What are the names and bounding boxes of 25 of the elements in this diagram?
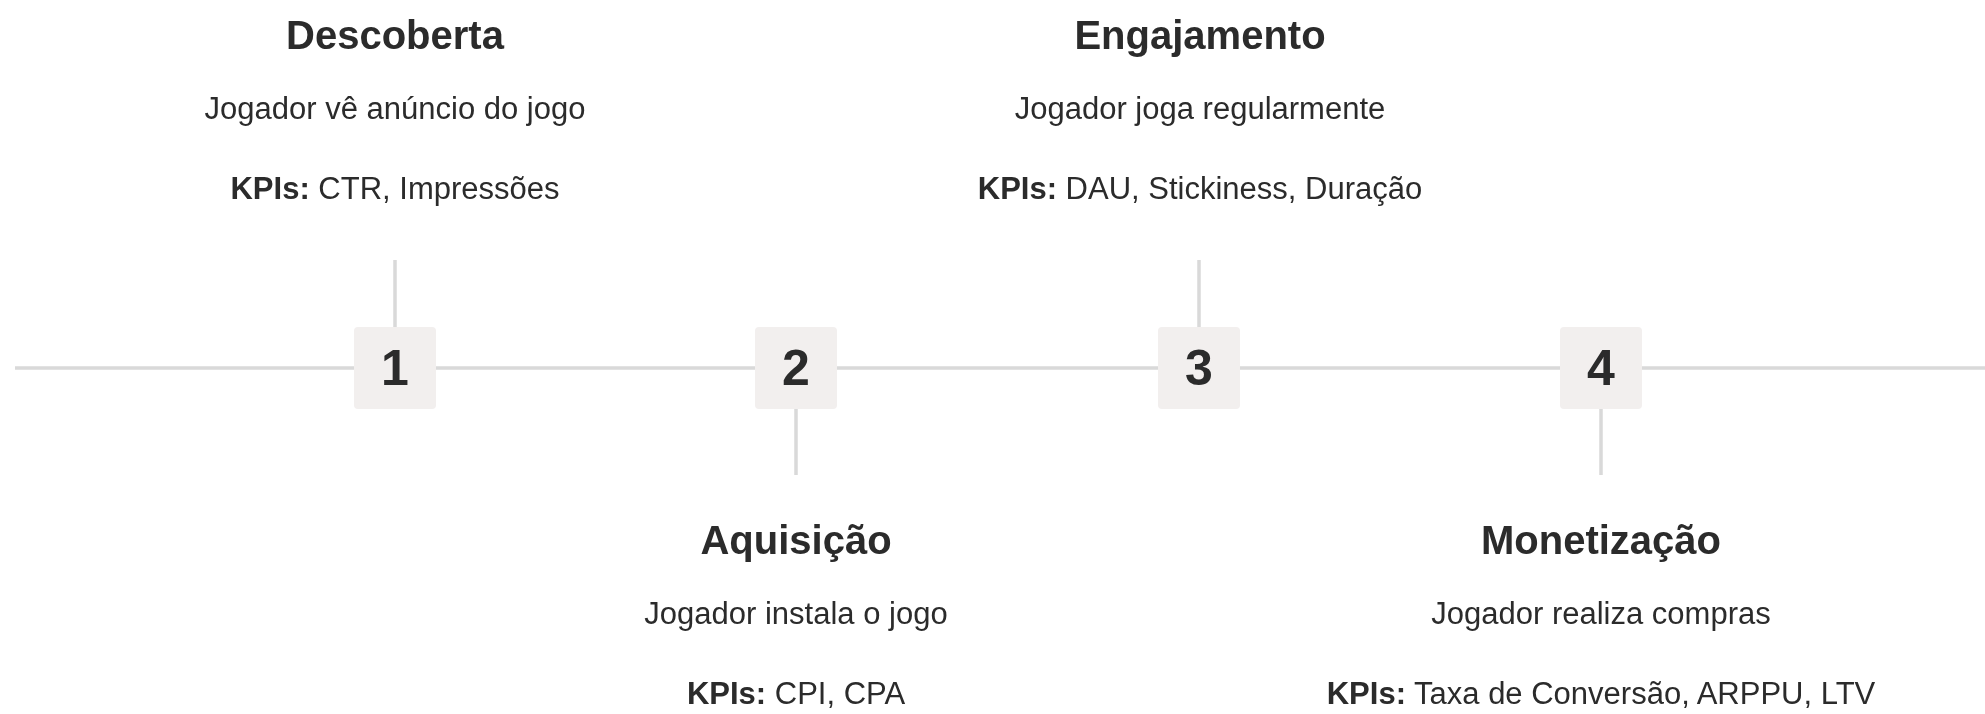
stage-title: Descoberta xyxy=(285,12,506,59)
connector-line xyxy=(436,366,755,370)
connector-line xyxy=(1197,260,1201,327)
connector-line xyxy=(1240,366,1560,370)
stage-title: Monetização xyxy=(1479,517,1722,564)
stage-description: Jogador realiza compras xyxy=(1430,595,1772,633)
stage-description: Jogador instala o jogo xyxy=(643,595,949,633)
step-number-box: 2 xyxy=(755,327,837,409)
stage-description: Jogador joga regularmente xyxy=(1013,90,1387,128)
kpi-list: KPIs: CTR, Impressões xyxy=(45,169,745,209)
step-number-box: 1 xyxy=(354,327,436,409)
connector-line xyxy=(393,260,397,327)
connector-line xyxy=(837,366,1158,370)
connector-line xyxy=(794,409,798,475)
step-number-box: 4 xyxy=(1560,327,1642,409)
connector-line xyxy=(1599,409,1603,475)
stage-description: Jogador vê anúncio do jogo xyxy=(203,90,587,128)
kpi-list: KPIs: Taxa de Conversão, ARPPU, LTV xyxy=(1246,674,1956,714)
connector-line xyxy=(15,366,354,370)
connector-line xyxy=(1642,366,1985,370)
kpi-list: KPIs: DAU, Stickiness, Duração xyxy=(850,169,1550,209)
kpi-list: KPIs: CPI, CPA xyxy=(446,674,1146,714)
stage-title: Engajamento xyxy=(1073,12,1327,59)
step-number-box: 3 xyxy=(1158,327,1240,409)
stage-title: Aquisição xyxy=(699,517,893,564)
